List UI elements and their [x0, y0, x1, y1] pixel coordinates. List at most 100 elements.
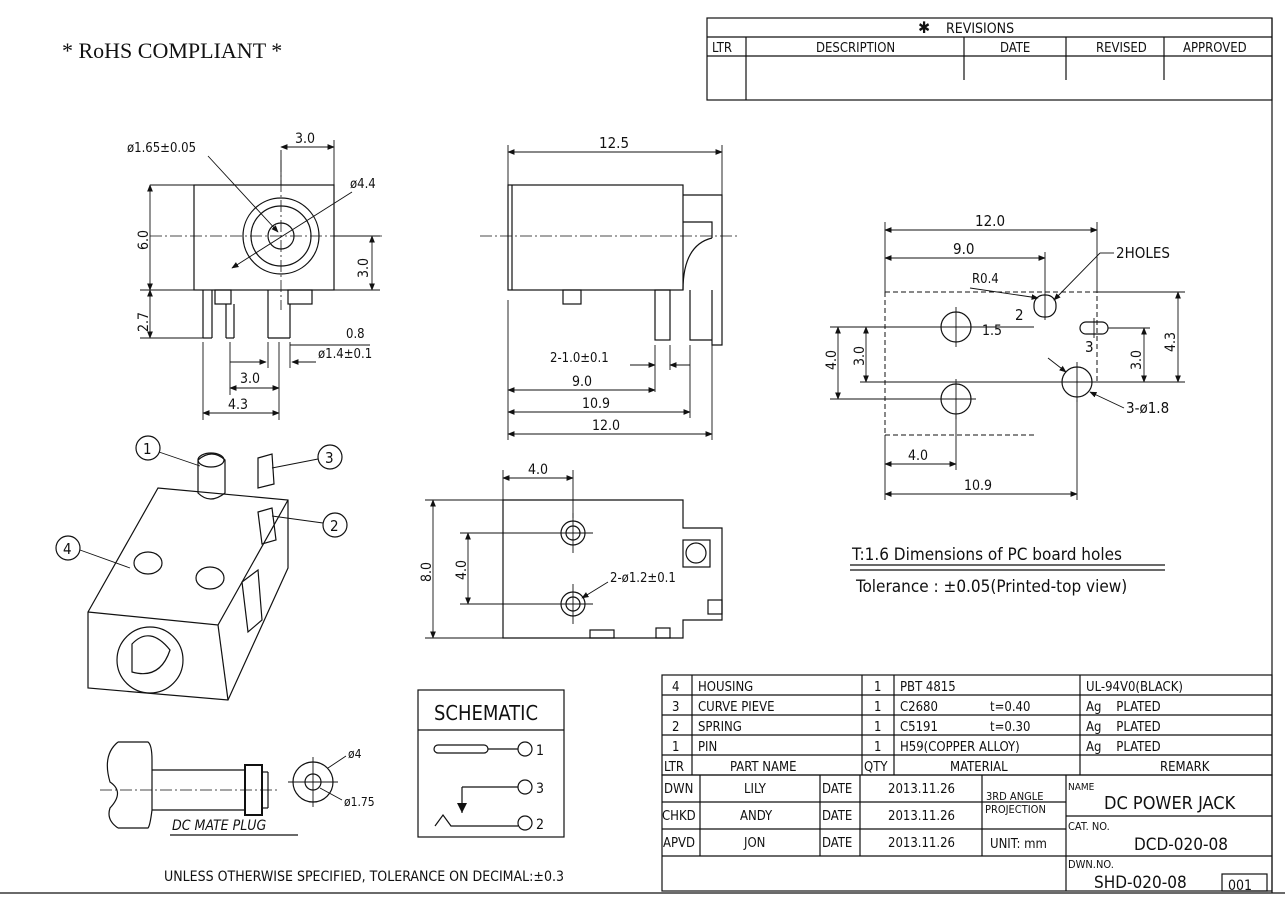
tb-date-value: 2013.11.26 — [888, 809, 955, 824]
tb-dwn-no: SHD-020-08 — [1094, 873, 1187, 893]
dim-bottom-40: 4.0 — [528, 462, 548, 478]
schematic: SCHEMATIC 1 3 2 — [417, 689, 565, 838]
tb-chkd-name: ANDY — [740, 809, 773, 824]
tb-dwn-label: DWN — [664, 782, 693, 797]
tb-unit: UNIT: mm — [990, 837, 1047, 852]
dim-side-125: 12.5 — [599, 134, 629, 152]
plug-inner-diameter: ø1.75 — [344, 795, 375, 809]
dim-bottom-40-vertical: 4.0 — [454, 560, 470, 580]
dim-front-body-diameter: ø4.4 — [350, 177, 376, 192]
dim-pcb-90: 9.0 — [953, 240, 974, 258]
dim-side-pin-width: 2-1.0±0.1 — [550, 351, 609, 366]
dim-front-height: 6.0 — [136, 230, 152, 250]
tb-date-value: 2013.11.26 — [888, 836, 955, 851]
dim-front-pin-width: 0.8 — [346, 327, 365, 342]
bom-row-material: C5191 — [900, 720, 938, 735]
bom-header-material: MATERIAL — [950, 760, 1008, 775]
dim-front-3mm: 3.0 — [240, 371, 260, 387]
bom-row-no: 3 — [672, 700, 679, 715]
rev-col-approved: APPROVED — [1183, 41, 1247, 56]
bom-row-remark: Ag PLATED — [1086, 720, 1161, 735]
tb-apvd-label: APVD — [663, 836, 695, 851]
bom-header-part-name: PART NAME — [730, 760, 796, 775]
pcb-2holes-label: 2HOLES — [1116, 244, 1170, 262]
rev-col-date: DATE — [1000, 41, 1030, 56]
dim-front-leg-height: 2.7 — [136, 312, 152, 332]
bom-row-thickness: t=0.30 — [990, 720, 1030, 735]
dim-pcb-109: 10.9 — [964, 478, 992, 494]
bom-row-name: SPRING — [698, 720, 742, 735]
tb-name: DC POWER JACK — [1104, 793, 1236, 814]
bom-row-no: 2 — [672, 720, 679, 735]
bom-row-name: HOUSING — [698, 680, 753, 695]
balloon-4: 4 — [63, 540, 72, 558]
tb-apvd-name: JON — [743, 836, 765, 851]
rev-col-description: DESCRIPTION — [816, 41, 895, 56]
dim-pcb-43: 4.3 — [1163, 332, 1179, 352]
title-block: DWN LILY DATE 2013.11.26 CHKD ANDY DATE … — [661, 774, 1273, 894]
dim-front-top-width: 3.0 — [295, 131, 315, 147]
bom-row-name: PIN — [698, 740, 717, 755]
bom-row-qty: 1 — [874, 740, 881, 755]
tb-cat: DCD-020-08 — [1134, 835, 1228, 855]
pcb-pin3-label: 3 — [1085, 338, 1094, 356]
bom-row-qty: 1 — [874, 680, 881, 695]
tb-projection-line1: 3RD ANGLE — [986, 790, 1044, 803]
revisions-title: REVISIONS — [946, 21, 1014, 37]
pcb-note-tolerance: Tolerance : ±0.05(Printed-top view) — [855, 577, 1127, 597]
tb-dwn-name: LILY — [744, 782, 767, 797]
dim-side-90: 9.0 — [572, 374, 592, 390]
rohs-label: * RoHS COMPLIANT * — [62, 38, 282, 63]
tb-chkd-label: CHKD — [662, 809, 696, 824]
dim-pcb-15: 1.5 — [982, 323, 1002, 339]
bom-header-ltr: LTR — [664, 760, 684, 775]
dim-pcb-120: 12.0 — [975, 212, 1005, 230]
tb-date-label: DATE — [822, 836, 852, 851]
balloon-3: 3 — [325, 449, 334, 467]
dim-pcb-30-right: 3.0 — [1129, 350, 1145, 370]
bom-row-thickness: t=0.40 — [990, 700, 1030, 715]
dim-pcb-r04: R0.4 — [972, 272, 999, 287]
dim-front-pin-diameter: ø1.65±0.05 — [127, 141, 196, 156]
tb-date-label: DATE — [822, 809, 852, 824]
dim-pcb-30-left: 3.0 — [852, 346, 868, 366]
dim-bottom-80: 8.0 — [419, 562, 435, 582]
bom-row-name: CURVE PIEVE — [698, 700, 775, 715]
balloon-1: 1 — [143, 440, 152, 458]
bom-row-remark: Ag PLATED — [1086, 740, 1161, 755]
bom-row-material: PBT 4815 — [900, 680, 956, 695]
dc-mate-plug: ø4 ø1.75 DC MATE PLUG — [100, 741, 375, 836]
bom-row-no: 4 — [672, 680, 679, 695]
bom-row-material: H59(COPPER ALLOY) — [900, 740, 1020, 755]
balloon-2: 2 — [330, 517, 339, 535]
tb-date-value: 2013.11.26 — [888, 782, 955, 797]
dim-pcb-40-bottom: 4.0 — [908, 448, 928, 464]
bom-row-qty: 1 — [874, 700, 881, 715]
bottom-view: 4.0 8.0 4.0 2-ø1.2±0.1 — [419, 462, 723, 639]
dim-pcb-40: 4.0 — [824, 350, 840, 370]
schematic-title: SCHEMATIC — [434, 701, 538, 725]
pcb-layout: 12.0 9.0 R0.4 2HOLES 2 3 1.5 4.0 3.0 3.0… — [824, 212, 1185, 597]
dim-bottom-holes: 2-ø1.2±0.1 — [610, 571, 676, 586]
tolerance-note: UNLESS OTHERWISE SPECIFIED, TOLERANCE ON… — [164, 869, 564, 885]
dim-front-43mm: 4.3 — [228, 397, 248, 413]
front-view: 3.0 ø1.65±0.05 ø4.4 6.0 2.7 3.0 0.8 ø1.4… — [127, 131, 385, 420]
bom-row-remark: UL-94V0(BLACK) — [1086, 680, 1183, 695]
isometric-view: 1 3 2 4 — [55, 435, 348, 701]
pcb-3holes-label: 3-ø1.8 — [1126, 399, 1169, 417]
dim-front-pin-height: 3.0 — [356, 258, 372, 278]
schematic-pin2: 2 — [536, 817, 544, 833]
bom-row-qty: 1 — [874, 720, 881, 735]
tb-date-label: DATE — [822, 782, 852, 797]
bom-row-no: 1 — [672, 740, 679, 755]
bom-table: 4 HOUSING 1 PBT 4815 UL-94V0(BLACK) 3 CU… — [661, 674, 1273, 776]
bom-row-material: C2680 — [900, 700, 938, 715]
side-view: 12.5 2-1.0±0.1 9.0 10.9 12.0 — [480, 134, 740, 440]
plug-outer-diameter: ø4 — [348, 747, 362, 761]
rev-col-revised: REVISED — [1096, 41, 1147, 56]
tb-sheet: 001 — [1228, 878, 1252, 894]
pcb-note-thickness: T:1.6 Dimensions of PC board holes — [851, 545, 1122, 565]
revisions-table: ✱ REVISIONS LTR DESCRIPTION DATE REVISED… — [706, 17, 1273, 101]
bom-row-remark: Ag PLATED — [1086, 700, 1161, 715]
dim-side-109: 10.9 — [582, 396, 610, 412]
